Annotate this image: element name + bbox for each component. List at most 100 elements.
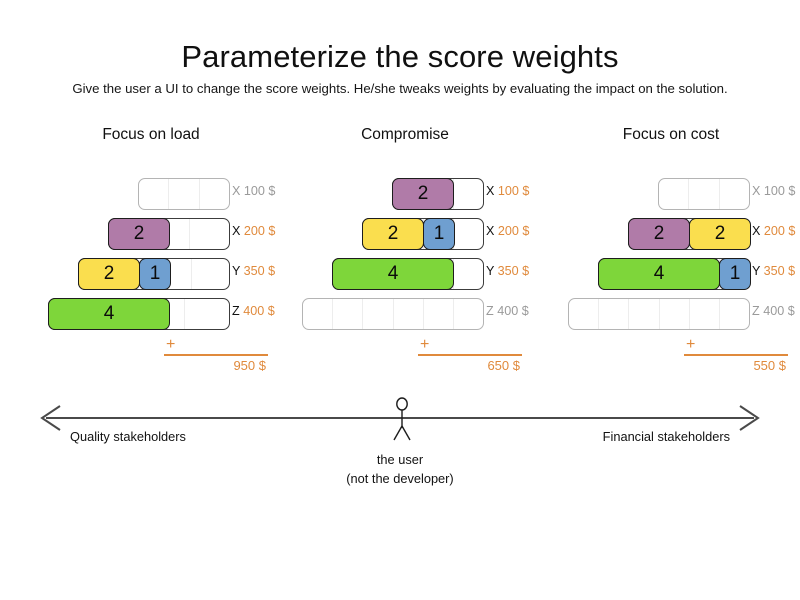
track-cell[interactable] <box>149 219 190 249</box>
scenario-total-value: 650 $ <box>487 357 520 373</box>
track-cell[interactable] <box>333 299 364 329</box>
track-cell[interactable] <box>394 299 424 329</box>
stick-figure-user-icon <box>393 397 411 441</box>
track-cells <box>303 299 483 329</box>
weight-row-label: Z 400 $ <box>752 304 800 318</box>
weight-segment[interactable]: 2 <box>628 218 690 250</box>
weight-bar-track[interactable]: 2 <box>392 178 484 210</box>
scenario-total: +950 $ <box>148 337 268 373</box>
weight-segment[interactable]: 4 <box>332 258 454 290</box>
weight-row-amount: 200 $ <box>243 224 276 238</box>
weight-row-key: Y <box>752 264 764 278</box>
weight-bar-track-empty[interactable] <box>658 178 750 210</box>
axis-arrow-left-icon <box>40 405 61 431</box>
weight-row-key: X <box>232 184 244 198</box>
weight-segment[interactable]: 2 <box>108 218 170 250</box>
track-cell[interactable] <box>185 299 229 329</box>
track-cell[interactable] <box>200 179 229 209</box>
track-cell[interactable] <box>192 259 229 289</box>
stakeholder-axis: Quality stakeholders Financial stakehold… <box>0 392 800 502</box>
weight-row-label: X 200 $ <box>232 224 282 238</box>
weight-row: 2 X 200 $ <box>20 214 282 254</box>
weight-bar-track[interactable]: 4 <box>48 298 230 330</box>
user-caption-line-2: (not the developer) <box>346 471 454 486</box>
track-cell[interactable] <box>155 259 193 289</box>
track-cell[interactable] <box>660 299 690 329</box>
weight-row-key: Z <box>752 304 764 318</box>
weight-bar-track[interactable]: 2 <box>108 218 230 250</box>
track-cell[interactable] <box>190 219 229 249</box>
track-cell[interactable] <box>659 179 690 209</box>
weight-row-amount: 100 $ <box>497 184 530 198</box>
track-cell[interactable] <box>140 299 185 329</box>
weight-bar-track[interactable]: 4 <box>332 258 484 290</box>
track-cell[interactable] <box>689 179 720 209</box>
track-cell[interactable] <box>599 299 630 329</box>
weight-segment[interactable]: 1 <box>719 258 751 290</box>
weight-row-amount: 400 $ <box>243 304 275 318</box>
weight-segment[interactable]: 4 <box>598 258 720 290</box>
track-cell[interactable] <box>720 299 749 329</box>
track-cell[interactable] <box>139 179 170 209</box>
weight-row-label: Z 400 $ <box>486 304 536 318</box>
weight-row-label: Y 350 $ <box>486 264 536 278</box>
scenario-title: Focus on cost <box>622 126 720 143</box>
sum-plus-sign: + <box>686 336 696 353</box>
weight-row-key: X <box>486 184 498 198</box>
track-cell[interactable] <box>690 299 720 329</box>
weight-segment[interactable]: 2 <box>362 218 424 250</box>
weight-segment[interactable]: 1 <box>423 218 455 250</box>
track-cells <box>569 299 749 329</box>
track-cell[interactable] <box>363 299 394 329</box>
track-cell[interactable] <box>720 179 749 209</box>
weight-row-label: X 100 $ <box>752 184 800 198</box>
track-cell[interactable] <box>454 219 483 249</box>
weight-bar-area <box>138 178 230 210</box>
track-cell[interactable] <box>569 299 600 329</box>
weight-segment[interactable]: 2 <box>392 178 454 210</box>
weight-bar-track-empty[interactable] <box>568 298 750 330</box>
track-cell[interactable] <box>454 259 483 289</box>
track-cell[interactable] <box>169 179 200 209</box>
weight-bar-area: 2 <box>392 178 484 210</box>
weight-bar-track-empty[interactable] <box>138 178 230 210</box>
track-cell[interactable] <box>454 299 483 329</box>
weight-segments: 2 <box>108 218 170 250</box>
axis-line <box>46 417 754 419</box>
weight-row-key: Z <box>486 304 498 318</box>
track-cell[interactable] <box>303 299 334 329</box>
user-caption: the user (not the developer) <box>280 450 520 488</box>
weight-row: 2 X 100 $ <box>274 174 536 214</box>
weight-segment[interactable]: 4 <box>48 298 170 330</box>
weight-bar-track-empty[interactable] <box>302 298 484 330</box>
weight-segment[interactable]: 2 <box>689 218 751 250</box>
weight-row-amount: 350 $ <box>763 264 796 278</box>
weight-bar-area: 4 <box>332 258 484 290</box>
weight-segment[interactable]: 1 <box>139 258 171 290</box>
weight-row-key: Y <box>486 264 498 278</box>
weight-row: Z 400 $ <box>274 294 536 334</box>
scenario-total: +550 $ <box>668 336 788 373</box>
scenario-total-value: 550 $ <box>753 357 786 373</box>
track-cell[interactable] <box>424 299 454 329</box>
track-cell[interactable] <box>454 179 483 209</box>
weight-segment[interactable]: 2 <box>78 258 140 290</box>
track-cell[interactable] <box>629 299 660 329</box>
weight-row-key: X <box>486 224 498 238</box>
